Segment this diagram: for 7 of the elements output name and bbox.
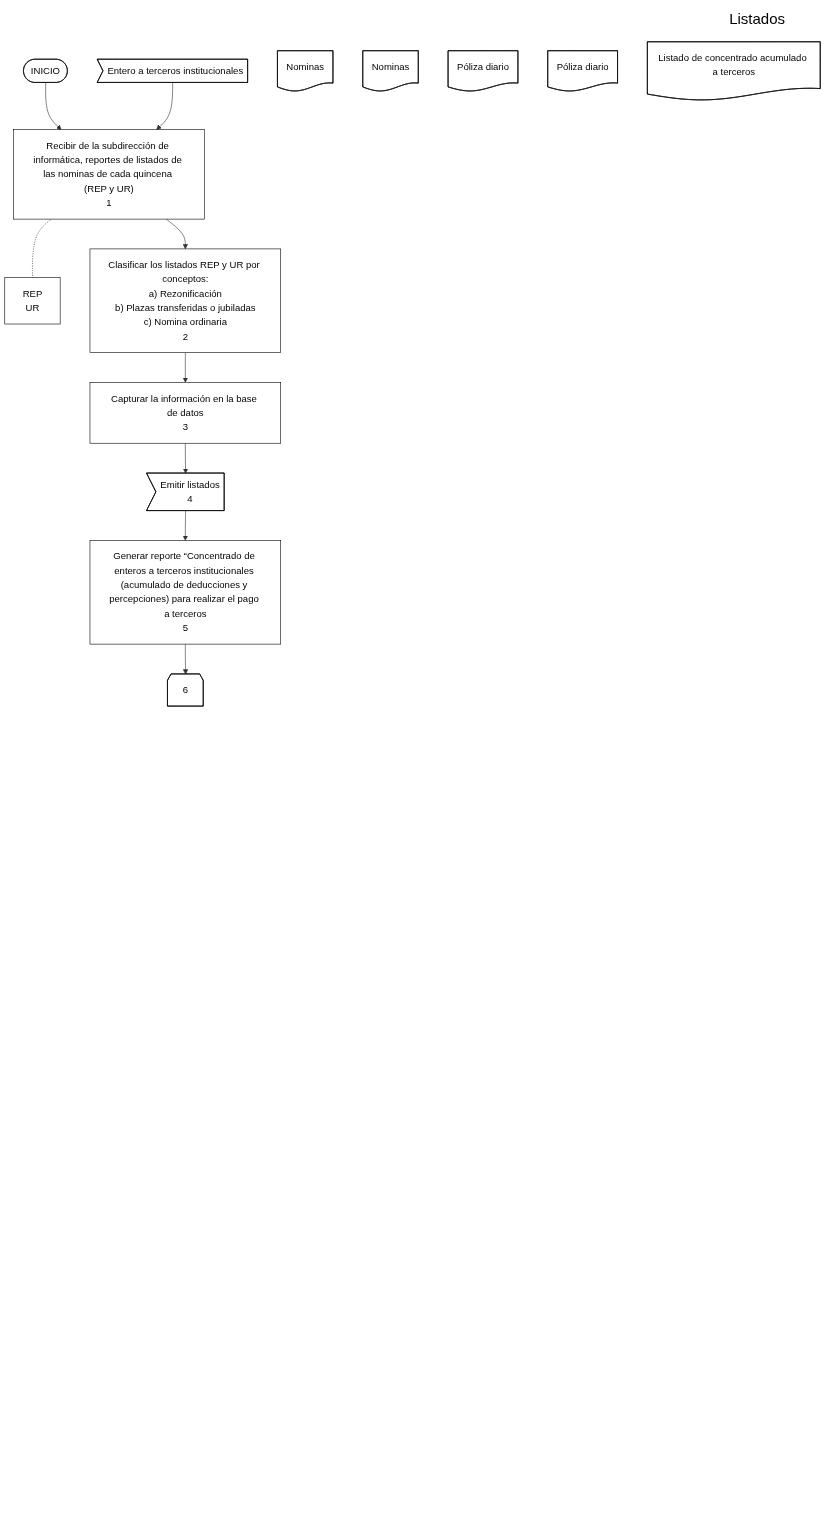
- node-box: Recibir de la subdirección de informática, reportes de listados de las nominas de cada quincena (REP y UR) 1: [13, 129, 205, 220]
- node-box: REP UR: [4, 277, 61, 325]
- note-text: Listados: [728, 9, 786, 29]
- node-box: Capturar la información en la base de datos 3: [89, 382, 281, 444]
- connector: [32, 218, 52, 278]
- node-box: Generar reporte “Concentrado de enteros a terceros institucionales (acumulado de deducciones y percepciones) para realizar el pago a terceros 5: [89, 540, 281, 645]
- node-box: Clasificar los listados REP y UR por conceptos: a) Rezonificación b) Plazas transferidas o jubiladas c) Nomina ordinaria 2: [89, 248, 281, 353]
